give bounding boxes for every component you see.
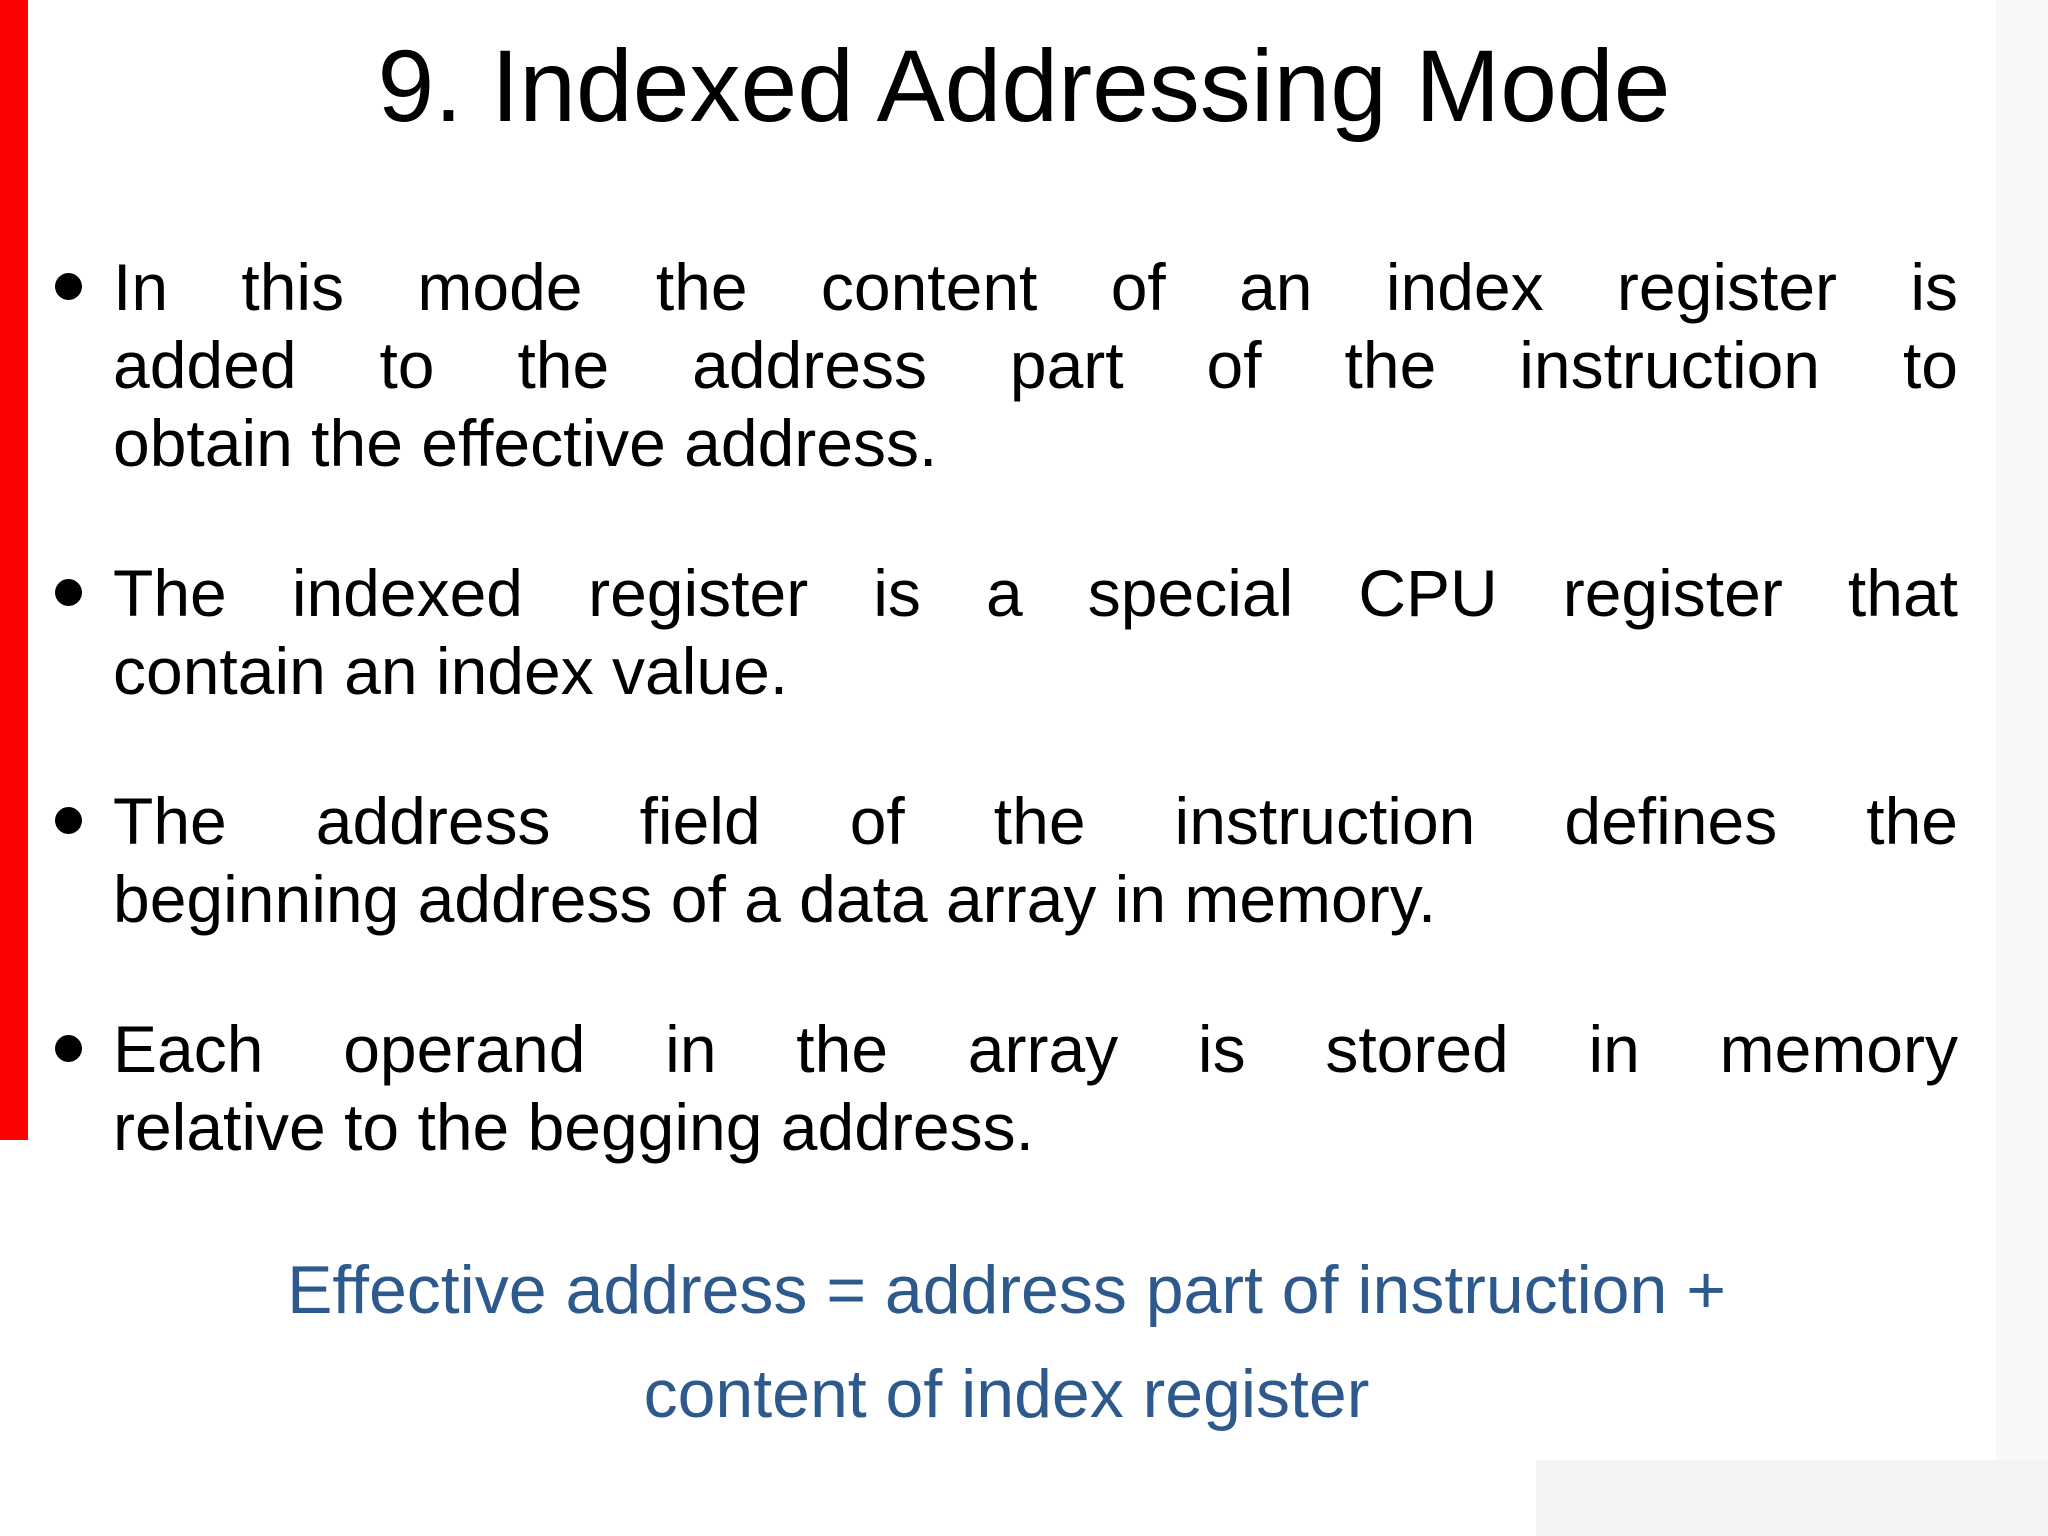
slide-body: In this mode the content of an index reg… [55, 248, 1958, 1446]
bullet-icon [55, 1010, 113, 1062]
slide-title: 9. Indexed Addressing Mode [377, 29, 1671, 143]
formula-line: content of index register [643, 1356, 1370, 1432]
bullet-text-4: Each operand in the array is stored in m… [113, 1010, 1958, 1166]
bullet-icon [55, 554, 113, 606]
bullet-icon [55, 782, 113, 834]
formula-line: Effective address = address part of inst… [287, 1252, 1726, 1328]
bottom-margin-band [1536, 1460, 2048, 1536]
bullet-line: The address field of the instruction def… [113, 784, 1958, 858]
bullet-line: The indexed register is a special CPU re… [113, 556, 1958, 630]
bullet-text-3: The address field of the instruction def… [113, 782, 1958, 938]
bullet-line: obtain the effective address. [113, 406, 938, 480]
bullet-line: added to the address part of the instruc… [113, 328, 1958, 402]
right-margin-band [1996, 0, 2048, 1536]
bullet-item-4: Each operand in the array is stored in m… [55, 1010, 1958, 1166]
effective-address-formula: Effective address = address part of inst… [55, 1238, 1958, 1446]
bullet-item-2: The indexed register is a special CPU re… [55, 554, 1958, 710]
bullet-item-1: In this mode the content of an index reg… [55, 248, 1958, 482]
left-red-bar [0, 0, 28, 1140]
bullet-line: In this mode the content of an index reg… [113, 250, 1958, 324]
bullet-text-1: In this mode the content of an index reg… [113, 248, 1958, 482]
bullet-line: beginning address of a data array in mem… [113, 862, 1437, 936]
bullet-line: contain an index value. [113, 634, 789, 708]
bullet-line: Each operand in the array is stored in m… [113, 1012, 1958, 1086]
bullet-icon [55, 248, 113, 300]
bullet-item-3: The address field of the instruction def… [55, 782, 1958, 938]
bullet-text-2: The indexed register is a special CPU re… [113, 554, 1958, 710]
bullet-line: relative to the begging address. [113, 1090, 1034, 1164]
